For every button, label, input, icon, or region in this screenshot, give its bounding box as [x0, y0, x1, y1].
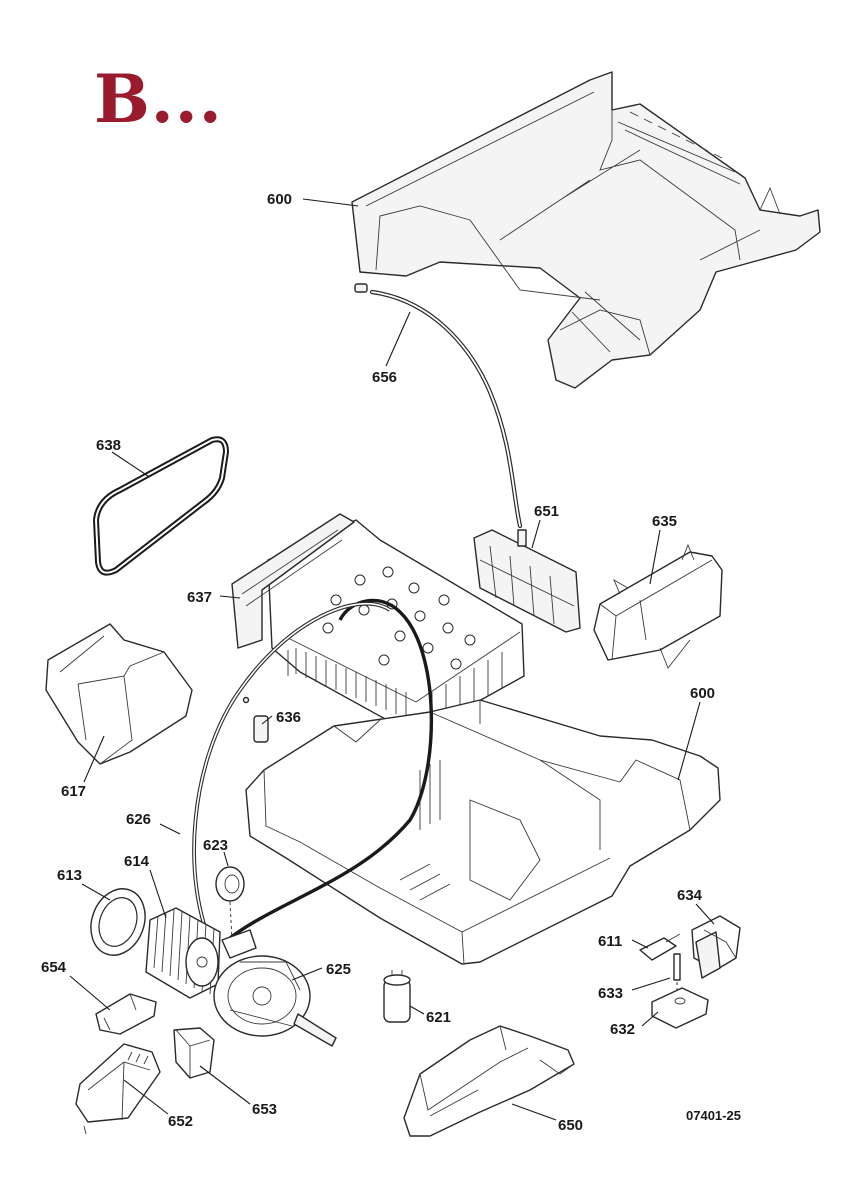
part-625-motor: [213, 929, 337, 1047]
callout-653: 653: [252, 1101, 277, 1118]
part-617-duct: [45, 623, 193, 765]
callout-617: 617: [61, 783, 86, 800]
part-634-pump: [691, 915, 741, 979]
part-613-ring: [90, 888, 146, 956]
callout-632: 632: [610, 1021, 635, 1038]
callout-636: 636: [276, 709, 301, 726]
part-652-cover: [75, 1043, 161, 1135]
callout-611: 611: [598, 933, 622, 950]
callout-656: 656: [372, 369, 397, 386]
callout-654: 654: [41, 959, 67, 976]
callout-labels: 600 656 638 651 635 637 600 617 636 626 …: [41, 191, 715, 1134]
callout-600-top: 600: [267, 191, 292, 208]
part-611-sensor: [639, 933, 681, 961]
callout-634: 634: [677, 887, 703, 904]
part-623-pulley: [215, 866, 245, 941]
callout-650: 650: [558, 1117, 583, 1134]
callout-625: 625: [326, 961, 351, 978]
part-638-gasket: [93, 436, 229, 576]
callout-626: 626: [126, 811, 151, 828]
part-637-condenser: [231, 513, 525, 737]
part-626-drive-belt: [192, 598, 434, 951]
callout-652: 652: [168, 1113, 193, 1130]
callout-651: 651: [534, 503, 559, 520]
part-654-cover: [95, 993, 157, 1035]
leader-lines: [69, 198, 715, 1121]
section-heading: B...: [94, 60, 223, 138]
part-636-clip: [242, 696, 269, 743]
part-656-hose: [354, 283, 523, 529]
part-614-fan-wheel: [145, 907, 221, 999]
part-633-pin: [673, 953, 681, 996]
part-600-top-frame: [351, 71, 821, 389]
callout-621: 621: [426, 1009, 451, 1026]
part-650-base-panel: [403, 1025, 575, 1137]
drawing-code: 07401-25: [686, 1108, 741, 1123]
callout-633: 633: [598, 985, 623, 1002]
callout-623: 623: [203, 837, 228, 854]
part-651-bracket: [473, 529, 581, 633]
callout-614: 614: [124, 853, 150, 870]
part-621-capacitor: [383, 970, 411, 1023]
callout-613: 613: [57, 867, 82, 884]
callout-637: 637: [187, 589, 212, 606]
part-653-bracket: [173, 1027, 215, 1079]
part-632-float: [651, 987, 709, 1029]
callout-600-base: 600: [690, 685, 715, 702]
callout-638: 638: [96, 437, 121, 454]
part-600-base-frame: [245, 699, 721, 965]
callout-635: 635: [652, 513, 677, 530]
part-635-cover: [593, 543, 723, 669]
